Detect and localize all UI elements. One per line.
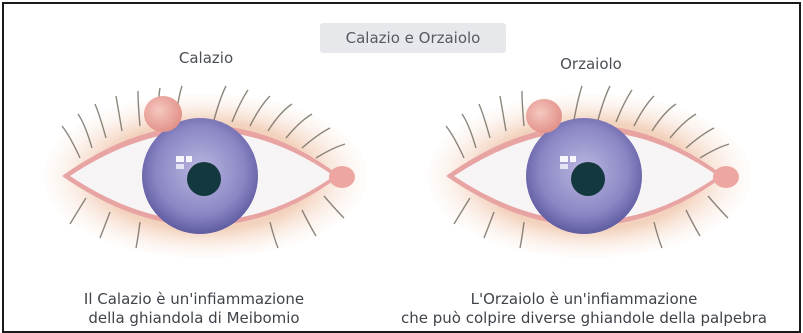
pupil [571,162,605,196]
calazio-caption-line1: Il Calazio è un'infiammazione [44,290,344,309]
eye-highlight [560,156,568,162]
chalazion-bump [144,96,182,132]
stye-bump [526,99,562,133]
pupil [187,162,221,196]
orzaiolo-eye-illustration [424,76,754,276]
diagram-title: Calazio e Orzaiolo [320,23,506,53]
orzaiolo-label: Orzaiolo [491,54,691,74]
calazio-eye-illustration [40,76,370,276]
orzaiolo-caption-line1: L'Orzaiolo è un'infiammazione [374,290,794,309]
tear-duct [713,166,739,188]
tear-duct [329,166,355,188]
calazio-label: Calazio [106,48,306,68]
calazio-caption: Il Calazio è un'infiammazione della ghia… [44,290,344,328]
orzaiolo-caption: L'Orzaiolo è un'infiammazione che può co… [374,290,794,328]
calazio-caption-line2: della ghiandola di Meibomio [44,309,344,328]
orzaiolo-caption-line2: che può colpire diverse ghiandole della … [374,309,794,328]
eye-highlight [176,156,184,162]
